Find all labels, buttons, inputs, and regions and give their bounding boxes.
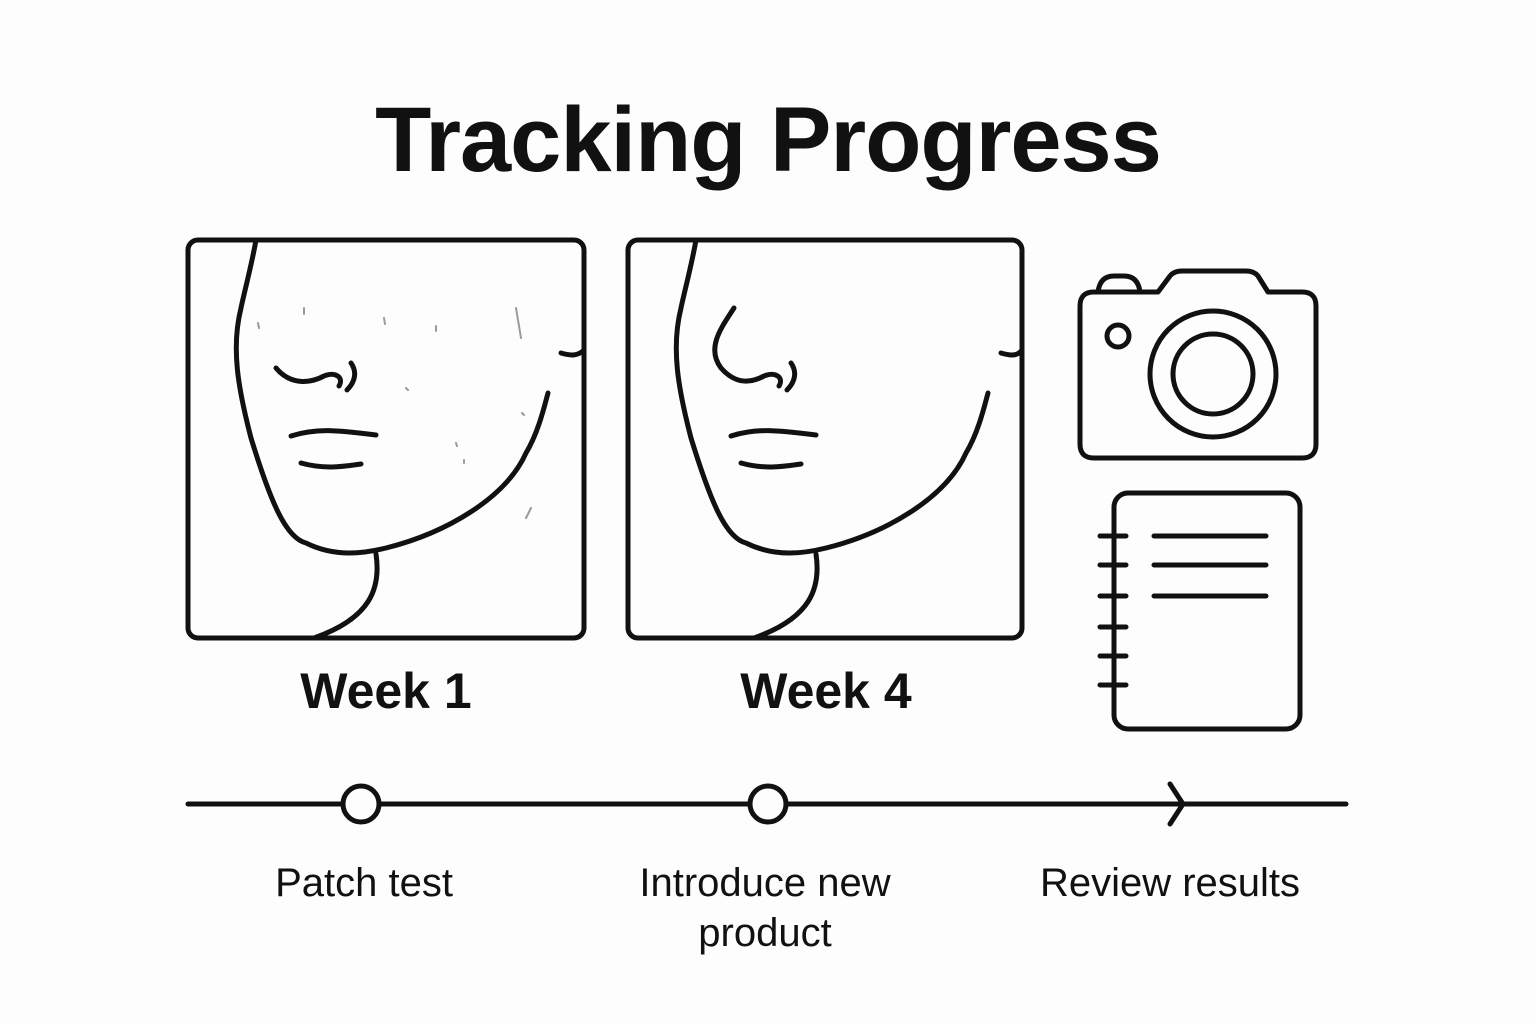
timeline [185,781,1349,827]
notebook-icon [1097,490,1303,732]
face-week4-illustration [625,237,1025,641]
week1-label: Week 1 [300,663,472,719]
introduce-product-marker [747,783,789,825]
face-week1-illustration [185,237,587,641]
step-review-results: Review results [1039,861,1301,905]
arrow-icon [1167,781,1186,827]
page-title: Tracking Progress [375,89,1162,191]
week4-label: Week 4 [740,663,912,719]
step-introduce-new-product: Introduce new product [639,861,891,955]
step-patch-test: Patch test [275,861,453,905]
patch-test-marker [340,783,382,825]
camera-icon [1077,268,1319,461]
